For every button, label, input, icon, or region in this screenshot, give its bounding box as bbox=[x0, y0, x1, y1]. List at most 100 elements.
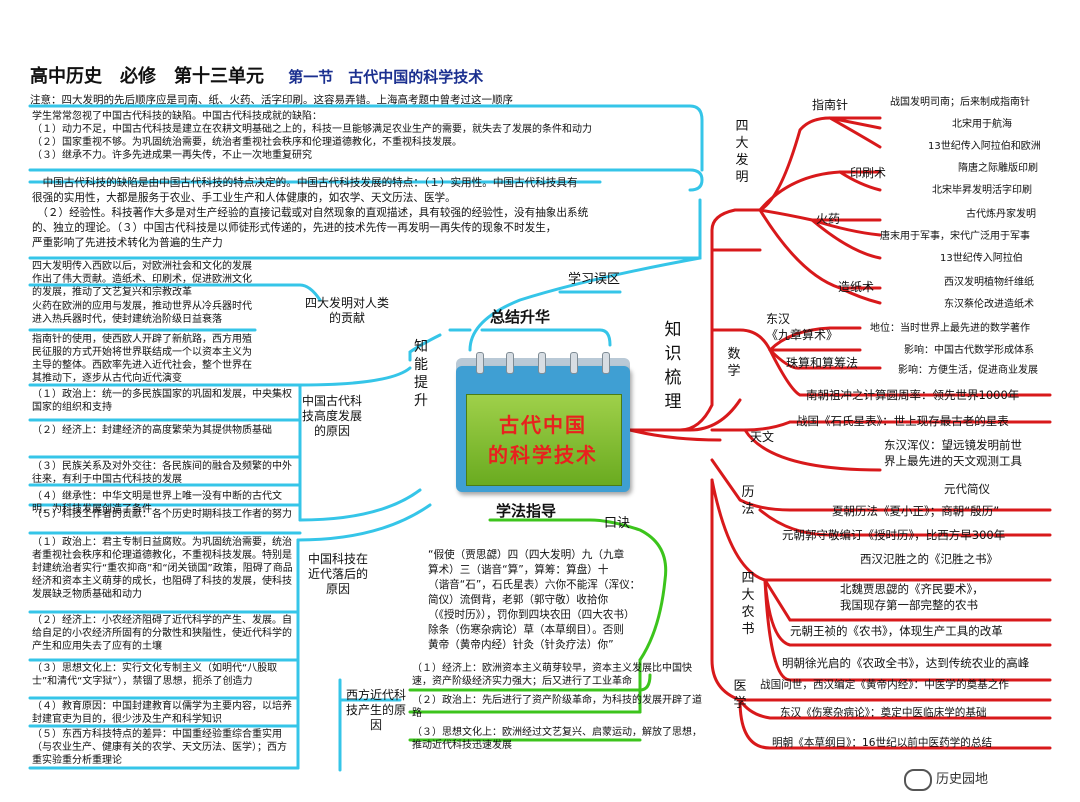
agri-item: 明朝徐光启的《农政全书》，达到传统农业的高峰 bbox=[782, 656, 1030, 670]
knowledge-sort-char: 理 bbox=[664, 392, 682, 412]
knowledge-up-char: 升 bbox=[414, 393, 428, 409]
group-label-modern-lag: 中国科技在近代落后的原因 bbox=[307, 552, 368, 596]
left-item: （４）继承性：中华文明是世界上唯一没有中断的古代文明，为科技发展创造了条件 bbox=[32, 491, 282, 515]
calendar-ring bbox=[476, 352, 484, 374]
paper-item: 西汉发明植物纤维纸 bbox=[944, 277, 1034, 288]
knowledge-up-char: 能 bbox=[414, 357, 428, 373]
center-topic-line: 的科学技术 bbox=[488, 443, 598, 467]
knowledge-sort-label: 知识梳理 bbox=[662, 318, 684, 414]
math-char: 学 bbox=[727, 364, 741, 379]
agri-char: 书 bbox=[741, 622, 755, 637]
calendar-item: 夏朝历法《夏小正》；商朝“殷历” bbox=[832, 504, 1000, 518]
misconception-line: 学生常常忽视了中国古代科技的缺陷。中国古代科技成就的缺陷： bbox=[32, 111, 322, 122]
agri-item: 元朝王祯的《农书》，体现生产工具的改革 bbox=[790, 624, 1003, 638]
watermark: 历史园地 bbox=[904, 768, 988, 791]
knowledge-up-label: 知能提升 bbox=[412, 338, 430, 410]
center-topic: 古代中国 的科学技术 bbox=[470, 410, 616, 470]
four-inventions-char: 四 bbox=[735, 119, 749, 134]
medicine-item: 东汉《伤寒杂病论》：奠定中医临床学的基础 bbox=[780, 707, 987, 719]
knowledge-up-char: 提 bbox=[414, 375, 428, 391]
misconception-line: 中国古代科技的缺陷是由中国古代科技的特点决定的。中国古代科技发展的特点：（１）实… bbox=[32, 177, 578, 189]
left-item: （４）教育原因：中国封建教育以儒学为主要内容，以培养封建官吏为目的，很少涉及生产… bbox=[32, 701, 292, 725]
misconception-line: 很强的实用性，大都是服务于农业、手工业生产和人体健康的，如农学、天文历法、医学。 bbox=[32, 192, 456, 204]
gunpowder-item: 13世纪传入阿拉伯 bbox=[940, 253, 1023, 264]
four-inventions-char: 发 bbox=[735, 153, 749, 168]
left-item: 四大发明传入西欧以后，对欧洲社会和文化的发展作出了伟大贡献。造纸术、印刷术，促进… bbox=[32, 261, 252, 298]
group-label-ancient-reasons: 中国古代科技高度发展的原因 bbox=[302, 394, 363, 438]
misconception-line: （２）国家重视不够。为巩固统治需要，统治者重视社会秩序和伦理道德教化，不重视科技… bbox=[32, 137, 462, 148]
section-title: 第一节 古代中国的科学技术 bbox=[288, 68, 484, 86]
agri-item: 我国现存第一部完整的农书 bbox=[840, 598, 978, 612]
header-note: 注意：四大发明的先后顺序应是司南、纸、火药、活字印刷。这容易弄错。上海高考题中曾… bbox=[30, 94, 513, 106]
mnemonic-line: （谐音“石”，石氏星表）六你不能浑（浑仪： bbox=[428, 579, 641, 591]
left-item: （２）经济上：封建经济的高度繁荣为其提供物质基础 bbox=[32, 425, 272, 436]
mnemonic-line: 黄帝（黄帝内经）针灸（针灸疗法）你” bbox=[428, 639, 614, 651]
misconception-line: （３）继承不力。许多先进成果一再失传，不止一次地重复研究 bbox=[32, 150, 312, 161]
left-item: （２）经济上：小农经济阻碍了近代科学的产生、发展。自给自足的小农经济所固有的分散… bbox=[32, 615, 292, 652]
agri-char: 农 bbox=[741, 605, 755, 620]
four-inventions-char: 明 bbox=[735, 170, 749, 185]
printing-item: 隋唐之际雕版印刷 bbox=[958, 163, 1038, 174]
math-char: 数 bbox=[727, 347, 741, 362]
left-item: （５）东西方科技特点的差异：中国重经验重综合重实用（与农业生产、健康有关的农学、… bbox=[32, 729, 287, 766]
wechat-logo-icon bbox=[904, 768, 932, 791]
left-item: （３）民族关系及对外交往：各民族间的融合及频繁的中外往来，有利于中国古代科技的发… bbox=[32, 461, 292, 485]
misconception-line: （２）经验性。科技著作大多是对生产经验的直接记载或对自然现象的直观描述，具有较强… bbox=[32, 207, 589, 219]
mnemonic-label: 口诀 bbox=[604, 516, 631, 531]
summary-label: 总结升华 bbox=[490, 308, 551, 326]
medicine-char: 学 bbox=[733, 696, 747, 711]
calendar-item: 元朝郭守敬编订《授时历》，比西方早300年 bbox=[782, 528, 1006, 542]
paper-item: 东汉蔡伦改进造纸术 bbox=[944, 299, 1034, 310]
western-item: （１）经济上：欧洲资本主义萌芽较早，资本主义发展比中国快速，资产阶级经济实力强大… bbox=[412, 663, 692, 687]
left-item: 火药在欧洲的应用与发展，推动世界从冷兵器时代进入热兵器时代，使封建统治阶级日益衰… bbox=[32, 301, 252, 325]
misconception-block-1: 学生常常忽视了中国古代科技的缺陷。中国古代科技成就的缺陷： （１）动力不足，中国… bbox=[32, 110, 702, 162]
left-item: 指南针的使用，使西欧人开辟了新航路，西方用殖民征服的方式开始将世界联结成一个以资… bbox=[32, 334, 252, 384]
misconception-line: 的、独立的理论。（３）中国古代科技是以师徒形式传递的，先进的技术先传一再发明一再… bbox=[32, 222, 557, 234]
compass-item: 战国发明司南；后来制成指南针 bbox=[890, 97, 1030, 108]
astronomy-item: 战国《石氏星表》：世上现存最古老的星表 bbox=[796, 414, 1009, 428]
medicine-char: 医 bbox=[733, 679, 747, 694]
calendar-ring bbox=[506, 352, 514, 374]
western-item: （２）政治上：先后进行了资产阶级革命，为科技的发展开辟了道路 bbox=[412, 695, 702, 719]
left-item: （１）政治上：统一的多民族国家的巩固和发展，中央集权国家的组织和支持 bbox=[32, 389, 292, 413]
calendar-ring bbox=[602, 352, 610, 374]
study-method-label: 学法指导 bbox=[496, 502, 557, 520]
calendar-char: 法 bbox=[741, 502, 755, 517]
math-label: 数学 bbox=[726, 346, 742, 380]
medicine-label: 医学 bbox=[732, 678, 748, 712]
group-label-contribution: 四大发明对人类的贡献 bbox=[304, 296, 389, 325]
unit-title: 高中历史 必修 第十三单元 bbox=[30, 66, 264, 87]
page-title: 高中历史 必修 第十三单元 第一节 古代中国的科学技术 bbox=[30, 62, 483, 88]
gunpowder-label: 火药 bbox=[816, 212, 841, 226]
calendar-label: 历法 bbox=[740, 484, 756, 518]
misconception-line: （１）动力不足，中国古代科技是建立在农耕文明基础之上的，科技一旦能够满足农业生产… bbox=[32, 124, 592, 135]
agri-item: 西汉氾胜之的《氾胜之书》 bbox=[860, 552, 998, 566]
knowledge-up-char: 知 bbox=[414, 339, 428, 355]
abacus-label: 珠算和算筹法 bbox=[786, 356, 859, 370]
calendar-char: 历 bbox=[741, 485, 755, 500]
astronomy-item: 东汉浑仪：望远镜发明前世 bbox=[884, 438, 1022, 452]
agri-char: 四 bbox=[741, 571, 755, 586]
mnemonic-line: 除条（伤寒杂病论）草（本草纲目）。否则 bbox=[428, 624, 624, 636]
jiuzhang-era: 东汉 bbox=[766, 312, 791, 326]
gunpowder-item: 古代炼丹家发明 bbox=[966, 209, 1036, 220]
mnemonic-text: “假使（贾思勰）四（四大发明）九（九章 算术）三（谐音“算”，算筹：算盘）十 （… bbox=[428, 548, 668, 653]
gunpowder-item: 唐末用于军事，宋代广泛用于军事 bbox=[880, 231, 1030, 242]
four-inventions-char: 大 bbox=[735, 136, 749, 151]
medicine-item: 战国问世，西汉编定《黄帝内经》：中医学的奠基之作 bbox=[760, 679, 1009, 691]
medicine-item: 明朝《本草纲目》：16世纪以前中医药学的总结 bbox=[772, 737, 993, 749]
agri-char: 大 bbox=[741, 588, 755, 603]
agri-item: 北魏贾思勰的《齐民要术》， bbox=[840, 582, 984, 596]
calendar-ring bbox=[570, 352, 578, 374]
printing-item: 北宋毕昇发明活字印刷 bbox=[932, 185, 1032, 196]
group-label-western-reasons: 西方近代科技产生的原因 bbox=[345, 688, 406, 732]
compass-label: 指南针 bbox=[812, 98, 849, 112]
knowledge-sort-char: 知 bbox=[664, 320, 682, 340]
compass-item: 13世纪传入阿拉伯和欧洲 bbox=[928, 141, 1041, 152]
knowledge-sort-char: 识 bbox=[664, 344, 682, 364]
left-item: （１）政治上：君主专制日益腐败。为巩固统治需要，统治者重视社会秩序和伦理道德教化… bbox=[32, 537, 293, 600]
left-item: （３）思想文化上：实行文化专制主义（如明代“八股取士”和清代“文字狱”），禁锢了… bbox=[32, 663, 278, 687]
misconception-block-2: 中国古代科技的缺陷是由中国古代科技的特点决定的。中国古代科技发展的特点：（１）实… bbox=[32, 176, 702, 251]
center-calendar-page bbox=[466, 394, 622, 486]
